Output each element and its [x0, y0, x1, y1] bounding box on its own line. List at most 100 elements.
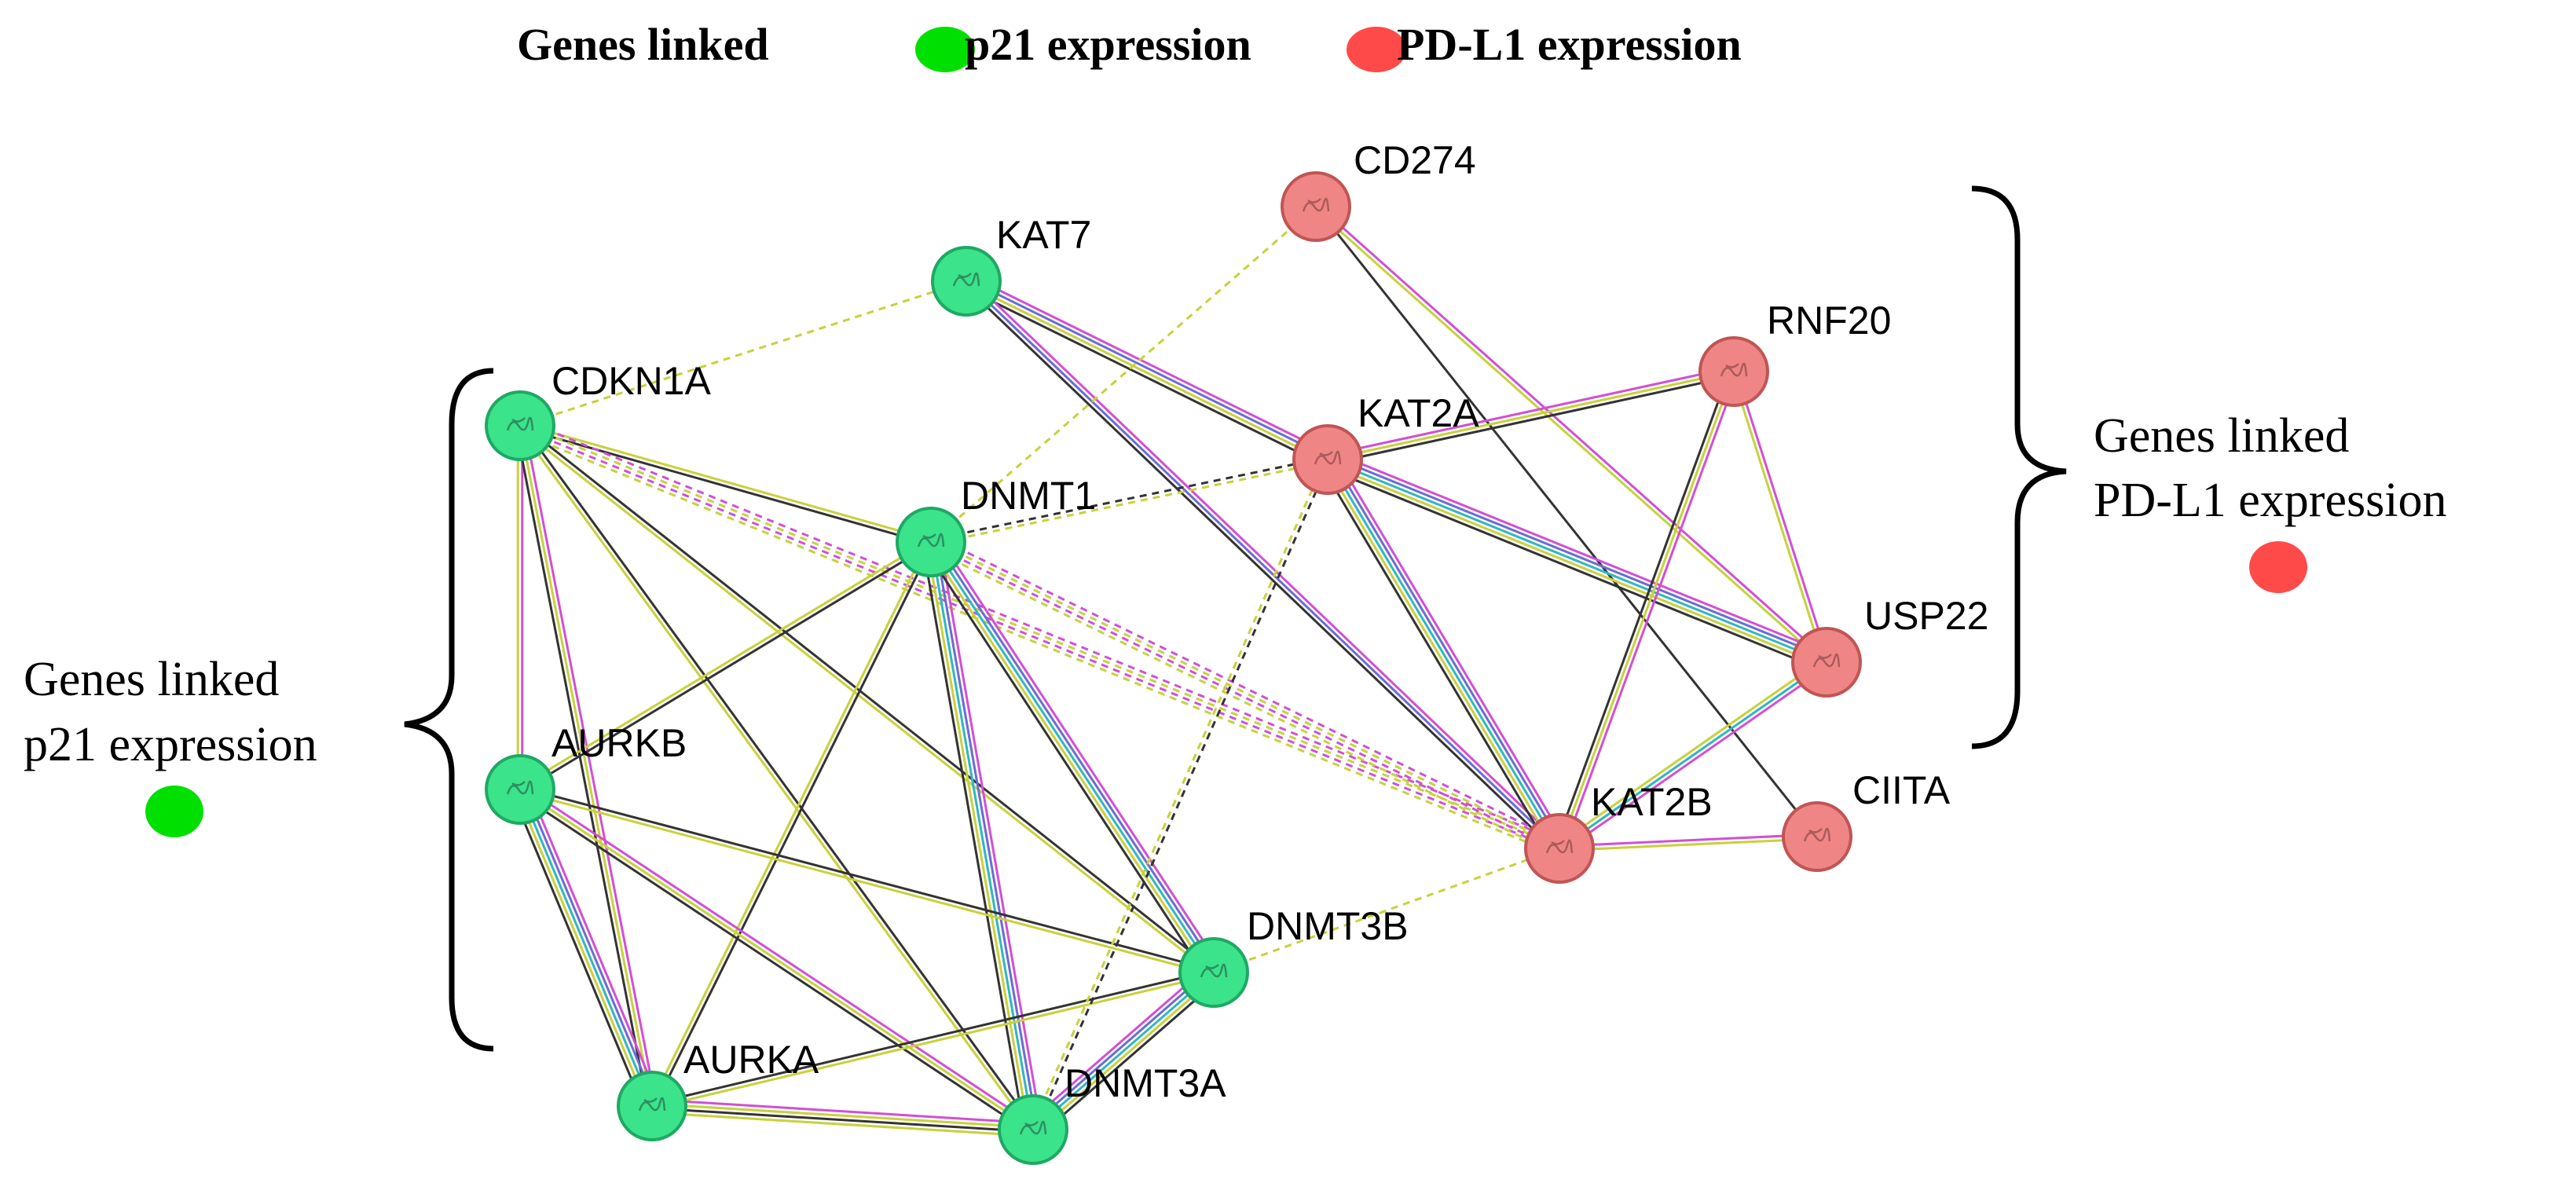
edge-line-database — [968, 274, 1332, 455]
edge-aurkb-dnmt3b — [518, 786, 1215, 976]
edge-line-textmining — [520, 422, 933, 541]
edge-cdkn1a-kat2b — [517, 418, 1563, 856]
edge-rnf20-kat2b — [1554, 369, 1739, 851]
edge-line-cooccurrence — [518, 789, 654, 1107]
node-circle[interactable] — [998, 1094, 1068, 1165]
protein-structure-icon — [1812, 653, 1841, 668]
edge-line-textmining — [518, 426, 1214, 976]
node-label: RNF20 — [1767, 298, 1891, 342]
protein-structure-icon — [952, 272, 980, 287]
edge-line-coexpression — [520, 543, 933, 793]
edge-line-textmining — [931, 539, 1561, 848]
edge-line-textmining — [1327, 370, 1735, 461]
edge-cdkn1a-dnmt3a — [517, 423, 1036, 1132]
node-label: DNMT1 — [961, 474, 1096, 518]
protein-structure-icon — [1200, 963, 1228, 978]
left-annotation-line1: Genes linked — [24, 653, 279, 706]
node-rnf20[interactable]: RNF20 — [1698, 298, 1891, 407]
node-dnmt3a[interactable]: DNMT3A — [998, 1061, 1226, 1165]
edge-kat7-kat2a — [962, 274, 1332, 467]
protein-structure-icon — [1019, 1120, 1047, 1135]
edge-line-database — [518, 427, 1559, 852]
node-kat2a[interactable]: KAT2A — [1292, 391, 1479, 495]
node-circle[interactable] — [896, 507, 966, 577]
edge-cd274-ciita — [1314, 206, 1819, 837]
edge-line-coexpression — [1324, 466, 1824, 672]
edge-line-textmining — [518, 425, 654, 1107]
edge-line-experiment — [1330, 456, 1565, 847]
edge-line-experiment — [933, 539, 1218, 971]
edge-line-textmining — [519, 280, 967, 427]
node-circle[interactable] — [1524, 813, 1595, 884]
legend-label-pdl1: PD-L1 expression — [1397, 19, 1742, 70]
node-kat7[interactable]: KAT7 — [931, 213, 1091, 317]
edge-line-coexpression — [1314, 206, 1819, 837]
edge-line-experiment — [522, 787, 658, 1105]
node-circle[interactable] — [1698, 336, 1769, 407]
edge-line-cooccurrence — [1559, 661, 1827, 850]
node-kat2b[interactable]: KAT2B — [1524, 780, 1713, 884]
node-circle[interactable] — [1292, 424, 1363, 495]
edge-line-textmining — [517, 430, 1558, 856]
edge-line-experiment — [966, 278, 1329, 459]
node-cdkn1a[interactable]: CDKN1A — [485, 359, 711, 461]
edge-kat2a-rnf20 — [1326, 366, 1735, 465]
node-circle[interactable] — [485, 754, 555, 825]
node-usp22[interactable]: USP22 — [1791, 594, 1988, 698]
node-label: KAT7 — [996, 213, 1091, 257]
edge-kat2a-usp22 — [1324, 450, 1830, 672]
node-circle[interactable] — [617, 1071, 687, 1141]
node-aurkb[interactable]: AURKB — [485, 721, 687, 825]
node-dnmt3b[interactable]: DNMT3B — [1178, 904, 1409, 1008]
node-ciita[interactable]: CIITA — [1782, 768, 1951, 872]
edge-line-textmining — [931, 460, 1328, 546]
edge-cdkn1a-kat7 — [519, 280, 967, 427]
protein-structure-icon — [1720, 362, 1748, 377]
node-aurka[interactable]: AURKA — [617, 1038, 819, 1141]
edge-line-cooccurrence — [929, 541, 1035, 1130]
node-label: AURKA — [683, 1038, 819, 1082]
edge-line-textmining — [1213, 847, 1560, 974]
protein-structure-icon — [638, 1097, 666, 1112]
edge-line-database — [522, 418, 1563, 844]
edge-line-experiment — [965, 280, 1561, 850]
edge-dnmt3b-kat2b — [1213, 847, 1560, 974]
edge-line-database — [1561, 665, 1830, 853]
edge-line-textmining — [1035, 975, 1218, 1134]
node-circle[interactable] — [1782, 801, 1852, 872]
edge-line-coexpression — [1319, 463, 1553, 854]
edge-line-experiment — [1029, 968, 1212, 1127]
edge-line-textmining — [1558, 371, 1735, 849]
edge-line-coexpression — [515, 426, 650, 1108]
edge-line-cooccurrence — [929, 541, 1215, 973]
edge-cdkn1a-dnmt1 — [518, 422, 933, 546]
node-circle[interactable] — [1178, 937, 1249, 1008]
node-circle[interactable] — [485, 390, 555, 461]
edge-line-cooccurrence — [1327, 458, 1827, 664]
edge-line-textmining — [1730, 372, 1826, 664]
right-bracket — [1971, 185, 2067, 749]
edge-rnf20-usp22 — [1730, 370, 1830, 664]
edge-line-textmining — [1030, 458, 1327, 1130]
node-dnmt1[interactable]: DNMT1 — [896, 474, 1096, 577]
edge-line-textmining — [926, 544, 1211, 976]
right-group-annotation: Genes linked PD-L1 expression — [1971, 185, 2446, 749]
node-circle[interactable] — [1281, 171, 1351, 242]
edge-line-textmining — [519, 788, 1034, 1131]
edge-line-coexpression — [922, 546, 1208, 978]
node-cd274[interactable]: CD274 — [1281, 138, 1476, 242]
edge-line-coexpression — [962, 286, 1326, 467]
edge-line-textmining — [520, 423, 1561, 848]
edge-aurka-dnmt3a — [651, 1098, 1034, 1137]
node-circle[interactable] — [931, 246, 1002, 317]
edge-line-coexpression — [653, 542, 934, 1108]
edge-line-textmining — [927, 547, 1558, 855]
edge-dnmt1-kat2b — [927, 535, 1563, 855]
edge-cdkn1a-aurka — [515, 424, 658, 1108]
edge-line-textmining — [1325, 462, 1826, 668]
node-circle[interactable] — [1791, 627, 1862, 698]
edge-line-textmining — [930, 205, 1317, 544]
edge-cdkn1a-aurkb — [516, 426, 524, 789]
edge-line-textmining — [517, 426, 1032, 1132]
